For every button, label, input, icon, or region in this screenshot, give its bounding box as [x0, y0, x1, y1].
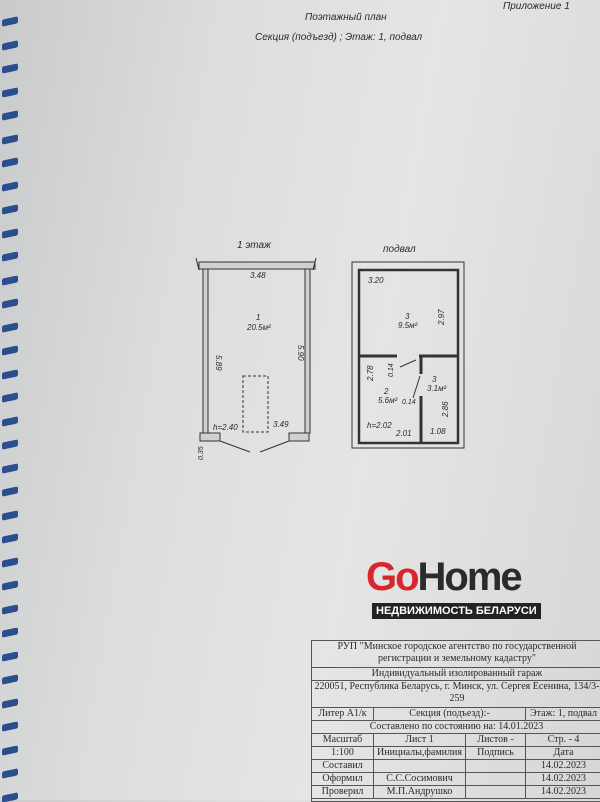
signature: [466, 786, 526, 799]
basement-right-dim: 2.97: [437, 309, 446, 326]
floor1-height: h=2.40: [213, 423, 238, 432]
signature: [466, 773, 526, 786]
gohome-logo: GoHome: [366, 555, 523, 599]
floor1-left-dim: 5.89: [214, 355, 223, 371]
date: 14.02.2023: [526, 786, 600, 799]
logo-tagline: НЕДВИЖИМОСТЬ БЕЛАРУСИ: [372, 603, 541, 619]
org-name: РУП "Минское городское агентство по госу…: [312, 641, 600, 668]
page-subtitle: Секция (подъезд) ; Этаж: 1, подвал: [255, 32, 423, 43]
basement-bottom-dim1: 2.01: [395, 429, 412, 438]
date: 14.02.2023: [526, 760, 600, 773]
signature: [466, 760, 526, 773]
basement-room3-number: 3: [405, 312, 410, 321]
compiled-state: Составлено по состоянию на: 14.01.2023: [312, 721, 600, 734]
basement-plan: [351, 261, 465, 449]
person-name: [374, 760, 466, 773]
title-block: РУП "Минское городское агентство по госу…: [311, 640, 600, 802]
scale-label: Масштаб: [312, 734, 374, 747]
date: 14.02.2023: [526, 773, 600, 786]
basement-room3b-area: 3.1м²: [427, 384, 447, 393]
page-title: Поэтажный план: [305, 12, 387, 23]
address: 220051, Республика Беларусь, г. Минск, у…: [312, 681, 600, 708]
person-name: М.П.Андрушко: [374, 786, 466, 799]
name-col: Инициалы,фамилия: [374, 747, 466, 760]
floor1-pit-dim: 3.49: [273, 420, 289, 429]
floor: Этаж: 1, подвал: [526, 708, 600, 721]
floor1-right-dim: 5.90: [296, 345, 305, 361]
basement-room2-area: 5.6м²: [378, 396, 398, 405]
basement-label: подвал: [383, 244, 416, 255]
basement-top-dim: 3.20: [368, 276, 384, 285]
logo-home: Home: [417, 555, 523, 599]
sign-col: Подпись: [466, 747, 526, 760]
basement-bottom-dim2: 1.08: [430, 427, 446, 436]
date-col: Дата: [526, 747, 600, 760]
basement-room3b-number: 3: [432, 375, 437, 384]
role: Оформил: [312, 773, 374, 786]
floor1-room-number: 1: [256, 313, 260, 322]
sheet: Лист 1: [374, 734, 466, 747]
object-name: Индивидуальный изолированный гараж: [312, 668, 600, 681]
floor1-label: 1 этаж: [237, 240, 272, 251]
person-name: С.С.Сосимович: [374, 773, 466, 786]
role: Составил: [312, 760, 374, 773]
floor1-room-area: 20.5м²: [246, 323, 271, 332]
basement-wall2: 0.14: [402, 399, 416, 406]
basement-room2-number: 2: [383, 387, 389, 396]
basement-wall1: 0.14: [388, 363, 395, 377]
basement-left-dim: 2.78: [366, 365, 375, 382]
floor1-plan: [195, 257, 317, 453]
role: Проверил: [312, 786, 374, 799]
scale: 1:100: [312, 747, 374, 760]
basement-room3-area: 9.5м²: [398, 321, 418, 330]
appendix-label: Приложение 1: [503, 1, 570, 12]
basement-height: h=2.02: [367, 421, 392, 430]
floor1-wall-dim: 0.35: [198, 446, 205, 460]
liter: Литер А1/к: [312, 708, 374, 721]
logo-go: Go: [366, 555, 420, 599]
basement-right-lower-dim: 2.86: [441, 401, 450, 418]
sheets: Листов -: [466, 734, 526, 747]
page: Стр. - 4: [526, 734, 600, 747]
section: Секция (подъезд):-: [374, 708, 526, 721]
floor1-top-dim: 3.48: [250, 271, 266, 280]
